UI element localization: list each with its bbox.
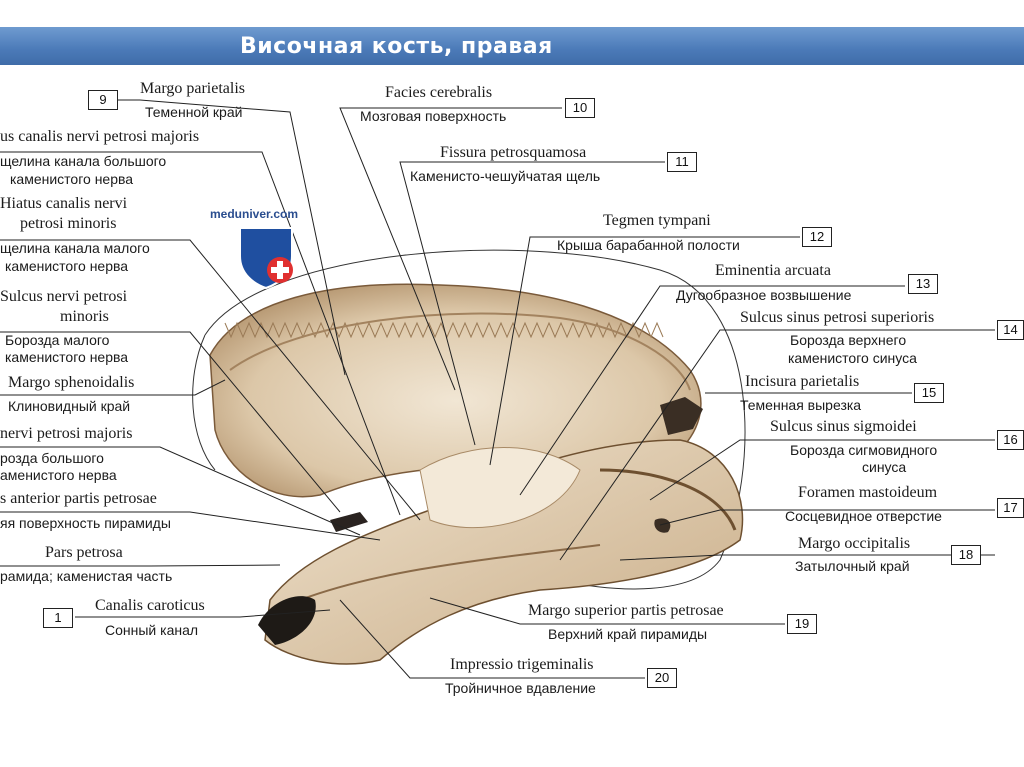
label-latin-facies-cerebralis: Facies cerebralis [385, 84, 492, 102]
label-number-20: 20 [647, 668, 677, 688]
label-russian-fissura-petrosquamosa: Каменисто-чешуйчатая щель [410, 168, 600, 184]
label-latin2-sulcus-minor: minoris [60, 308, 109, 326]
label-latin-sulcus-major: nervi petrosi majoris [0, 425, 132, 443]
label-latin-eminentia-arcuata: Eminentia arcuata [715, 262, 831, 280]
label-latin-margo-parietalis: Margo parietalis [140, 80, 245, 98]
label-russian-facies-anterior: яя поверхность пирамиды [0, 515, 171, 531]
label-latin-hiatus-minor: Hiatus canalis nervi [0, 195, 127, 213]
label-latin-incisura-parietalis: Incisura parietalis [745, 373, 859, 391]
label-russian-sulcus-sigmoidei: Борозда сигмовидного [790, 442, 937, 458]
label-russian2-sulcus-major: аменистого нерва [0, 467, 117, 483]
label-number-14: 14 [997, 320, 1024, 340]
label-russian-impressio-trigeminalis: Тройничное вдавление [445, 680, 596, 696]
label-russian-facies-cerebralis: Мозговая поверхность [360, 108, 506, 124]
label-russian2-hiatus-major: каменистого нерва [10, 171, 133, 187]
label-number-19: 19 [787, 614, 817, 634]
label-russian2-sulcus-minor: каменистого нерва [5, 349, 128, 365]
label-number-11: 11 [667, 152, 697, 172]
watermark-text: meduniver.com [210, 207, 298, 221]
label-number-13: 13 [908, 274, 938, 294]
label-russian-eminentia-arcuata: Дугообразное возвышение [676, 287, 851, 303]
label-latin-canalis-caroticus: Canalis caroticus [95, 597, 205, 615]
label-latin-facies-anterior: s anterior partis petrosae [0, 490, 157, 508]
label-russian-hiatus-minor: щелина канала малого [0, 240, 150, 256]
label-latin-sulcus-sigmoidei: Sulcus sinus sigmoidei [770, 418, 917, 436]
label-latin-margo-superior: Margo superior partis petrosae [528, 602, 724, 620]
label-russian-sulcus-sinus-petrosi: Борозда верхнего [790, 332, 906, 348]
label-russian-foramen-mastoideum: Сосцевидное отверстие [785, 508, 942, 524]
label-number-17: 17 [997, 498, 1024, 518]
label-latin-margo-occipitalis: Margo occipitalis [798, 535, 910, 553]
label-number-9: 9 [88, 90, 118, 110]
label-russian-canalis-caroticus: Сонный канал [105, 622, 198, 638]
label-russian-incisura-parietalis: Теменная вырезка [740, 397, 861, 413]
label-russian2-sulcus-sigmoidei: синуса [862, 459, 906, 475]
label-latin-margo-sphenoidalis: Margo sphenoidalis [8, 374, 134, 392]
label-russian-sulcus-minor: Борозда малого [5, 332, 109, 348]
label-number-12: 12 [802, 227, 832, 247]
leader-pars-petrosa [0, 565, 280, 566]
label-russian-margo-occipitalis: Затылочный край [795, 558, 910, 574]
dark-fissure [330, 512, 368, 532]
label-russian-tegmen-tympani: Крыша барабанной полости [557, 237, 740, 253]
label-latin-foramen-mastoideum: Foramen mastoideum [798, 484, 937, 502]
label-latin-fissura-petrosquamosa: Fissura petrosquamosa [440, 144, 586, 162]
label-number-16: 16 [997, 430, 1024, 450]
site-logo [240, 228, 293, 288]
label-latin-pars-petrosa: Pars petrosa [45, 544, 123, 562]
label-russian-sulcus-major: розда большого [0, 450, 104, 466]
label-number-1: 1 [43, 608, 73, 628]
label-latin-tegmen-tympani: Tegmen tympani [603, 212, 711, 230]
label-russian2-sulcus-sinus-petrosi: каменистого синуса [788, 350, 917, 366]
label-latin-sulcus-sinus-petrosi: Sulcus sinus petrosi superioris [740, 309, 934, 327]
label-number-18: 18 [951, 545, 981, 565]
label-russian2-hiatus-minor: каменистого нерва [5, 258, 128, 274]
label-number-10: 10 [565, 98, 595, 118]
label-russian-pars-petrosa: рамида; каменистая часть [0, 568, 172, 584]
label-latin-impressio-trigeminalis: Impressio trigeminalis [450, 656, 594, 674]
label-russian-margo-sphenoidalis: Клиновидный край [8, 398, 130, 414]
label-number-15: 15 [914, 383, 944, 403]
label-russian-margo-parietalis: Теменной край [145, 104, 242, 120]
label-latin-sulcus-minor: Sulcus nervi petrosi [0, 288, 127, 306]
label-russian-margo-superior: Верхний край пирамиды [548, 626, 707, 642]
label-russian-hiatus-major: щелина канала большого [0, 153, 166, 169]
label-latin2-hiatus-minor: petrosi minoris [20, 215, 116, 233]
label-latin-hiatus-major: us canalis nervi petrosi majoris [0, 128, 199, 146]
